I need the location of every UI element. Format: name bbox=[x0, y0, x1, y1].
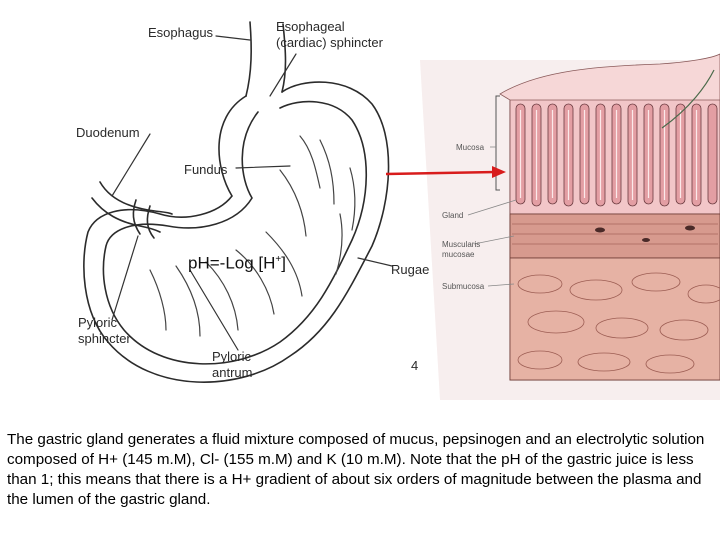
ph-formula-suffix: ] bbox=[281, 253, 286, 273]
label-muscularis-1: Muscularis bbox=[442, 240, 481, 249]
label-pyloric-antrum-2: antrum bbox=[212, 365, 253, 380]
duodenum-outline bbox=[99, 181, 173, 215]
label-muscularis-2: mucosae bbox=[442, 250, 475, 259]
label-pyloric-sphincter-2: sphincter bbox=[78, 331, 131, 346]
leader-esophagus bbox=[215, 35, 251, 41]
leader-submucosa bbox=[487, 283, 515, 287]
figure-number: 4 bbox=[411, 358, 419, 373]
gland-probe-line bbox=[661, 69, 715, 129]
label-submucosa: Submucosa bbox=[442, 282, 485, 291]
muscularis-cells bbox=[595, 225, 695, 242]
label-rugae: Rugae bbox=[391, 262, 430, 277]
caption-text: The gastric gland generates a fluid mixt… bbox=[7, 431, 705, 508]
leader-fundus bbox=[235, 165, 291, 169]
submucosa-cells bbox=[517, 272, 720, 374]
label-esophageal-sphincter-2: (cardiac) sphincter bbox=[276, 35, 383, 50]
pyloric-ring-2 bbox=[146, 205, 155, 239]
leader-gland bbox=[467, 199, 517, 216]
esophagus-outline bbox=[245, 21, 252, 97]
leader-muscularis bbox=[473, 235, 515, 245]
label-esophageal-sphincter-1: Esophageal bbox=[276, 19, 345, 34]
leader-sphincter bbox=[269, 53, 297, 97]
ph-formula-superscript: + bbox=[275, 254, 282, 265]
muscularis-mucosae-layer bbox=[509, 213, 720, 259]
ph-formula-prefix: pH=-Log [H bbox=[188, 253, 276, 273]
esophagus-outline-inner bbox=[281, 23, 287, 93]
leader-pyloric-antrum bbox=[189, 269, 239, 351]
label-fundus: Fundus bbox=[184, 162, 228, 177]
muscularis-striations bbox=[512, 223, 718, 245]
stomach-outer-wall bbox=[83, 81, 390, 383]
pyloric-ring bbox=[132, 199, 141, 235]
label-esophagus: Esophagus bbox=[148, 25, 214, 40]
leader-duodenum bbox=[111, 133, 151, 197]
duodenum-outline-2 bbox=[91, 197, 161, 233]
label-duodenum: Duodenum bbox=[76, 125, 140, 140]
leader-rugae bbox=[357, 257, 393, 267]
mucosa-surface bbox=[499, 53, 720, 101]
mucosa-bracket bbox=[495, 95, 500, 191]
stomach-inner-wall bbox=[102, 100, 368, 365]
label-pyloric-antrum-1: Pyloric bbox=[212, 349, 252, 364]
submucosa-layer bbox=[509, 257, 720, 381]
red-arrow bbox=[385, 166, 506, 178]
ph-formula: pH=-Log [H+] bbox=[188, 250, 286, 274]
label-pyloric-sphincter-1: Pyloric bbox=[78, 315, 118, 330]
label-mucosa: Mucosa bbox=[456, 143, 485, 152]
gland-lumens bbox=[519, 110, 698, 200]
leader-pyloric-sphincter bbox=[111, 235, 139, 321]
label-gland: Gland bbox=[442, 211, 464, 220]
